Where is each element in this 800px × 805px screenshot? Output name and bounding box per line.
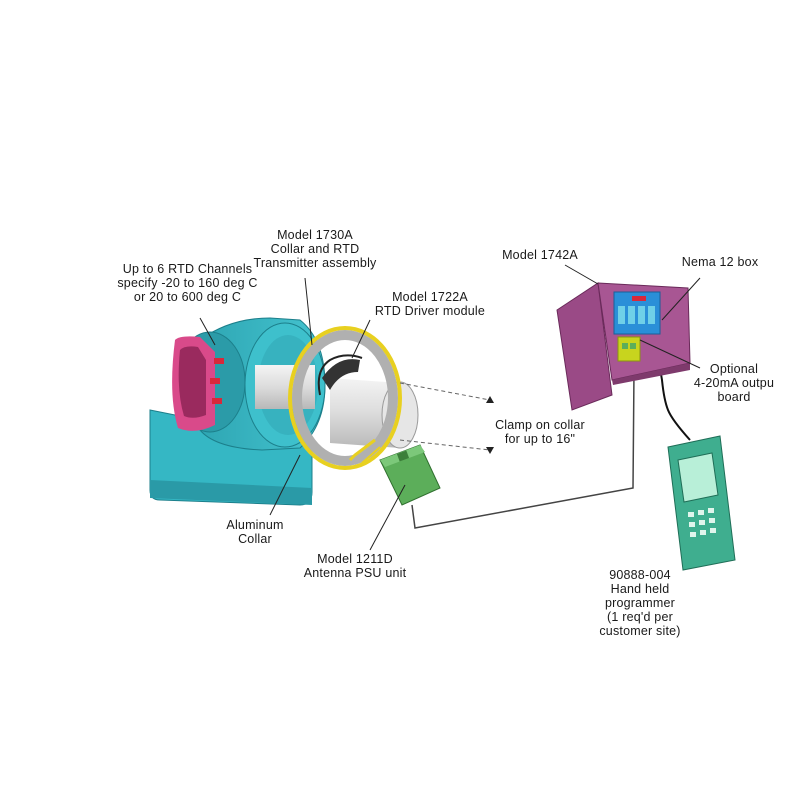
clamp-arrow-up [486,396,494,403]
nema-board-slots [618,306,655,324]
hand-held-programmer [667,435,736,571]
rtd-driver-module [322,359,360,390]
clamp-arrow-down [486,447,494,454]
leader-optional-board [639,339,701,369]
label-model-1211d: Model 1211D Antenna PSU unit [303,552,407,580]
psu-connector [396,450,410,462]
motor-end-shade [178,346,206,418]
leader-lines [199,264,701,551]
label-clamp-collar: Clamp on collar for up to 16" [495,418,585,446]
enclosure-door [556,282,613,411]
enclosure-side [612,363,690,385]
leader-model-1211d [369,484,406,551]
label-model-1742a: Model 1742A [502,248,578,262]
programmer-keypad [688,508,716,537]
psu-cable-2 [361,446,381,464]
antenna-psu [348,438,441,506]
nema-board-label [632,296,646,301]
leader-nema-box [661,277,701,321]
motor-base-foot [150,480,312,505]
clamp-dimension [399,382,494,454]
label-programmer: 90888-004 Hand held programmer (1 req'd … [599,568,681,638]
aluminum-collar-ring [292,330,398,466]
rtd-sensor-2 [210,378,220,384]
label-model-1730a: Model 1730A Collar and RTD Transmitter a… [253,228,377,270]
psu-to-box-wire [411,369,635,529]
label-rtd-channels: Up to 6 RTD Channels specify -20 to 160 … [117,262,258,304]
label-model-1722a: Model 1722A RTD Driver module [374,290,486,318]
leader-aluminum-collar [269,454,301,516]
leader-model-1730a [304,277,313,346]
leader-model-1742a [564,264,599,285]
label-optional-board: Optional 4-20mA outpu board [693,362,775,404]
enclosure-1742a [556,282,691,411]
collar-yellow-ring [288,326,402,470]
output-board [617,336,641,362]
leader-rtd-channels [199,317,216,346]
collar [288,326,402,470]
leader-model-1722a [351,319,371,359]
label-nema-box: Nema 12 box [681,255,759,269]
rtd-sensor-1 [214,358,224,364]
psu-cable [348,438,376,462]
collar-wire [317,354,363,396]
programmer-screen [677,452,719,503]
label-aluminum-collar: Aluminum Collar [226,518,284,546]
rtd-sensor-3 [212,398,222,404]
